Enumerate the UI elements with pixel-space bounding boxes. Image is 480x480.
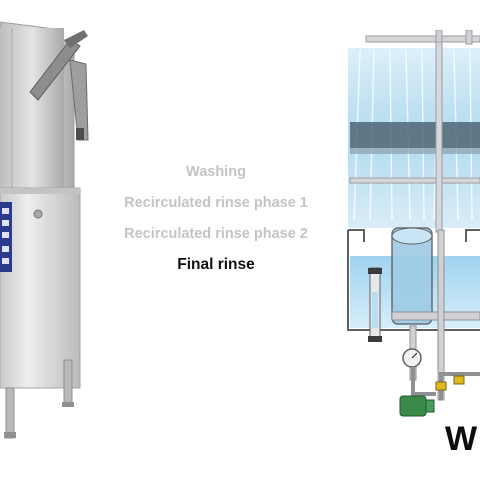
phase-recirculated-rinse-2: Recirculated rinse phase 2 bbox=[124, 226, 308, 242]
phase-recirculated-rinse-1: Recirculated rinse phase 1 bbox=[124, 195, 308, 211]
brand-logo-partial: W bbox=[445, 420, 477, 458]
phase-washing: Washing bbox=[186, 164, 246, 180]
rinse-schematic-diagram bbox=[347, 30, 480, 417]
phase-final-rinse: Final rinse bbox=[177, 256, 255, 273]
phase-list: Washing Recirculated rinse phase 1 Recir… bbox=[100, 158, 332, 282]
dishwasher-illustration bbox=[0, 21, 89, 439]
